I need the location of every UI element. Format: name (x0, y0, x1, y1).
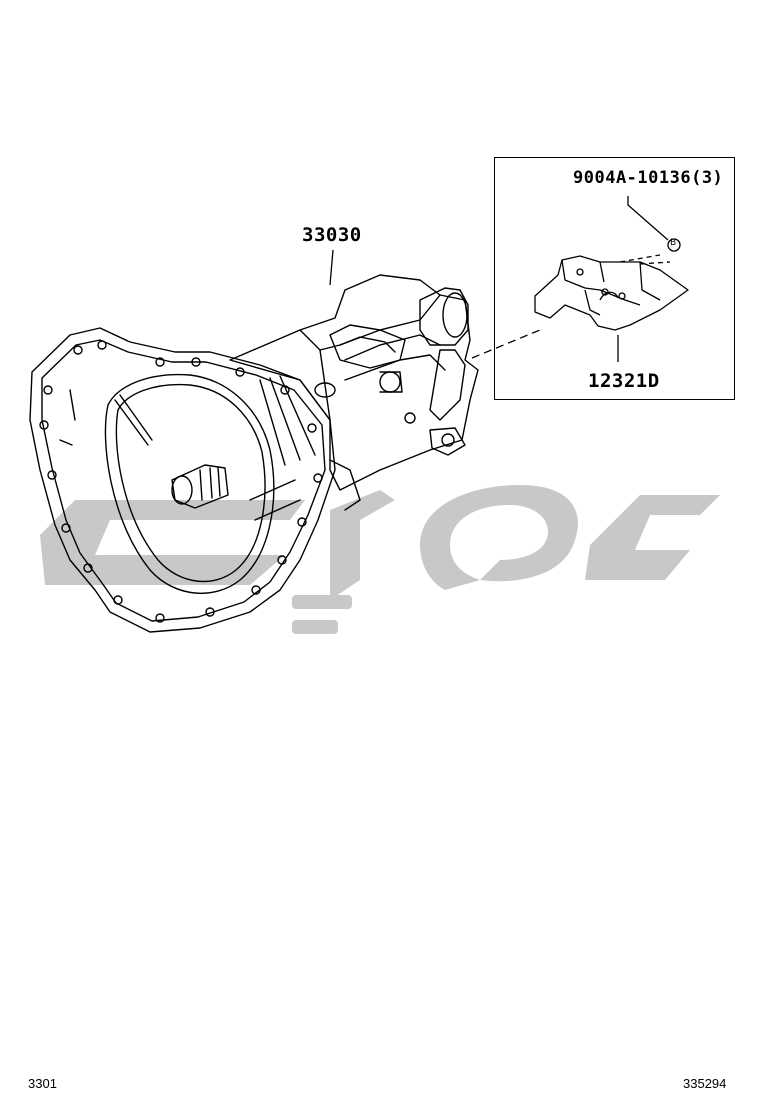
bell-housing-outline (29, 327, 336, 633)
housing-bolt-holes (39, 340, 323, 623)
leader-33030 (329, 249, 334, 286)
reference-mark-circle (667, 238, 681, 252)
rear-extension (404, 287, 469, 456)
callout-33030: 33030 (302, 224, 362, 246)
transmission-case (229, 274, 479, 491)
reference-mark-letter: B (670, 238, 677, 248)
guard-outline (534, 255, 689, 331)
footer-right-code: 335294 (683, 1076, 727, 1091)
footer-left-code: 3301 (28, 1076, 57, 1091)
input-shaft (171, 464, 229, 509)
leader-bolt (627, 196, 669, 241)
shift-tower (314, 324, 406, 398)
detail-inset-box (494, 157, 735, 400)
callout-bolt: 9004A-10136(3) (573, 168, 724, 188)
callout-guard: 12321D (588, 370, 660, 392)
